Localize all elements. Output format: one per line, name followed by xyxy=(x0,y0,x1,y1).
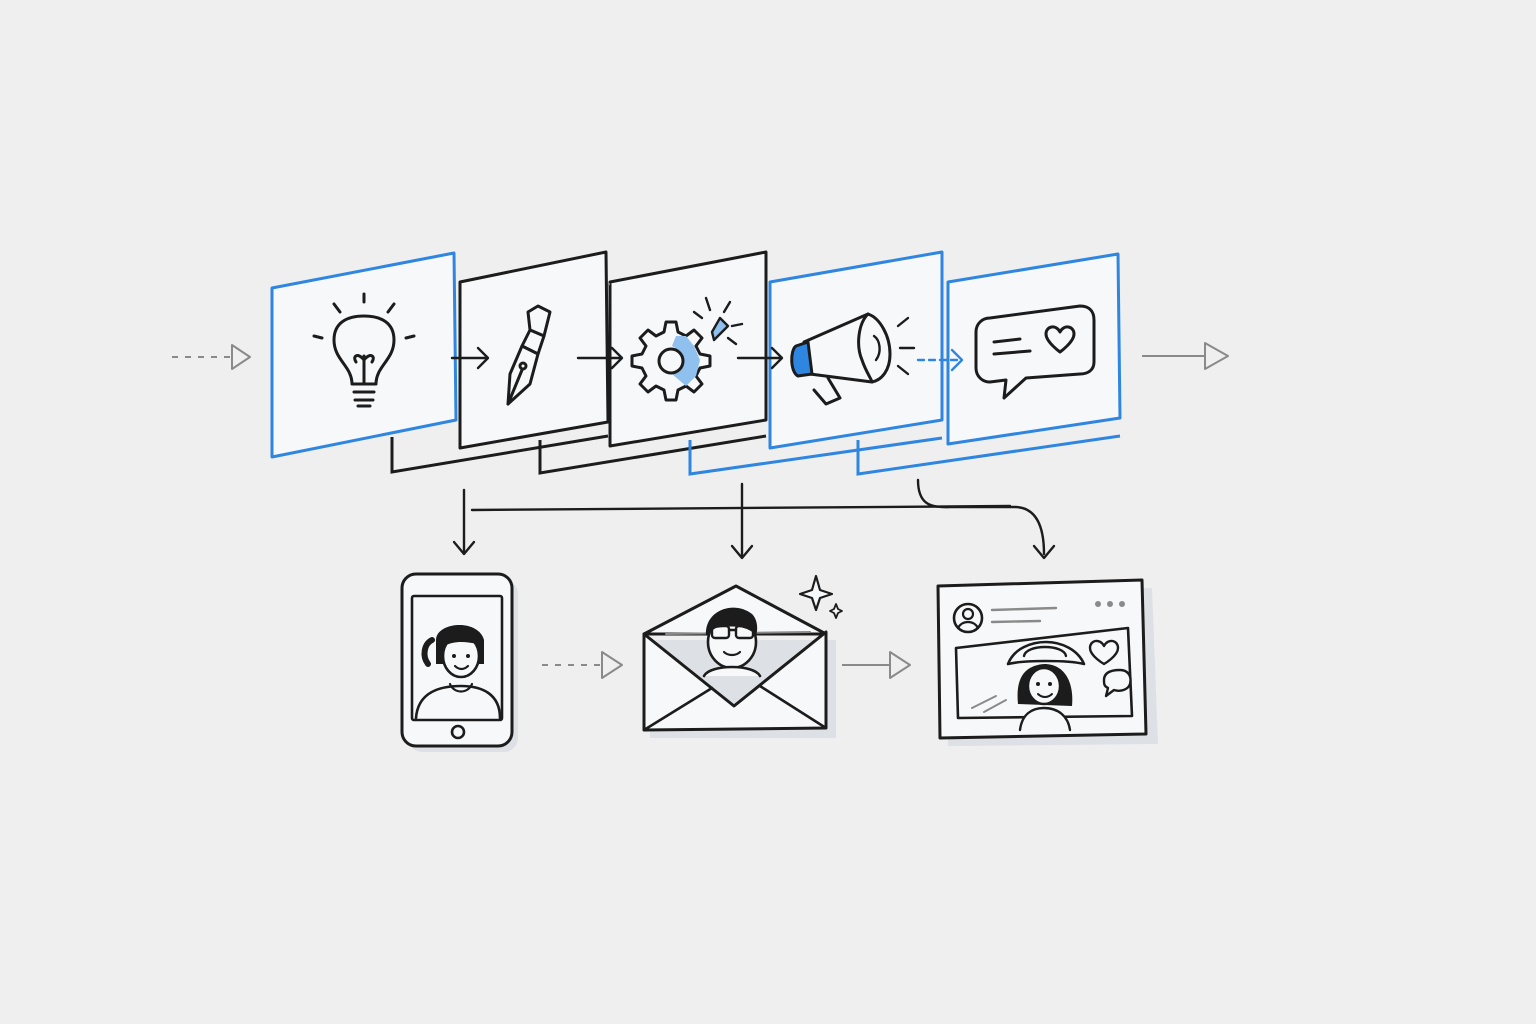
distribution-connectors xyxy=(452,478,1056,560)
lightbulb-icon xyxy=(312,292,416,408)
gear-sparkle-icon xyxy=(630,296,744,402)
channel-arrow-1 xyxy=(542,651,623,679)
envelope-person-icon xyxy=(642,574,843,738)
stage-connector-blue xyxy=(916,348,964,372)
exit-arrow xyxy=(1142,342,1229,370)
megaphone-icon xyxy=(790,312,916,406)
smartphone-person-icon xyxy=(400,572,518,752)
chat-heart-icon xyxy=(974,304,1096,400)
social-post-icon xyxy=(936,578,1158,746)
sparkle-icon xyxy=(798,574,834,612)
entry-arrow xyxy=(172,344,251,370)
stage-frame-back-layers xyxy=(390,434,1121,476)
channel-arrow-2 xyxy=(842,651,911,679)
stage-connectors xyxy=(450,346,784,370)
fountain-pen-icon xyxy=(506,304,552,406)
